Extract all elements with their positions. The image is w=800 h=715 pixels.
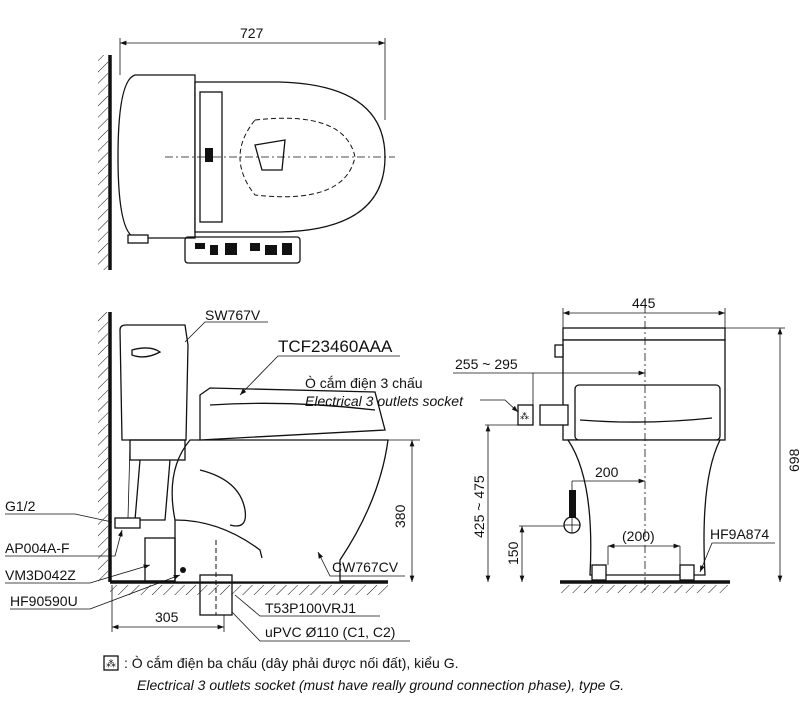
bowl-opening [239, 117, 356, 198]
part-t53p100vrj1: T53P100VRJ1 [265, 600, 356, 616]
part-hf9a874: HF9A874 [710, 526, 769, 542]
tank-top [562, 327, 726, 341]
dim-305-label: 305 [155, 609, 179, 625]
power-cord-box [539, 404, 569, 426]
dim-727-label: 727 [240, 25, 264, 41]
dim-380-label: 380 [392, 504, 408, 528]
flush-lever [131, 347, 162, 358]
tank [119, 324, 189, 441]
svg-text:⁂: ⁂ [106, 659, 116, 670]
dim-bolt-spacing-label: (200) [622, 528, 655, 544]
dim-445-label: 445 [632, 295, 656, 311]
footnote-vi: : Ò cắm điện ba chấu (dây phải được nối … [124, 655, 459, 671]
socket-icon [103, 655, 119, 671]
dim-socket-offset-label: 255 ~ 295 [455, 356, 518, 372]
part-g12: G1/2 [5, 498, 36, 514]
footnote-en: Electrical 3 outlets socket (must have r… [137, 677, 624, 693]
seat-model-label: TCF23460AAA [278, 337, 393, 356]
dim-698-label: 698 [786, 448, 800, 472]
socket-label-vi: Ò cắm điện 3 chấu [305, 375, 423, 391]
tank-lid [117, 74, 196, 239]
part-upvc-pipe: uPVC Ø110 (C1, C2) [265, 624, 395, 640]
top-view: 727 [98, 25, 395, 270]
dim-supply-offset-label: 200 [595, 464, 619, 480]
side-view: 380 SW767V TCF23460AAA Ò cắm điện 3 chấu… [5, 307, 464, 642]
socket-label-en: Electrical 3 outlets socket [305, 393, 464, 409]
dim-socket-height-label: 425 ~ 475 [471, 475, 487, 538]
part-ap004a-f: AP004A-F [5, 540, 70, 556]
washlet-seat [199, 387, 386, 441]
part-hf90590u: HF90590U [10, 593, 78, 609]
dim-150-label: 150 [505, 541, 521, 565]
wall-hatch [98, 55, 108, 270]
part-vm3d042z: VM3D042Z [5, 567, 76, 583]
pedestal [566, 439, 722, 576]
remote-control [184, 236, 301, 264]
washlet-front [574, 384, 721, 441]
bowl-outlet [254, 139, 286, 171]
front-view: 445 698 255 ~ 295 ⁂ 425 ~ 475 200 [453, 295, 800, 593]
bowl [171, 439, 389, 583]
tank-model-label: SW767V [205, 307, 261, 323]
socket-icon: ⁂ [520, 411, 529, 421]
supply-hose [569, 490, 576, 518]
outlet-socket [517, 404, 534, 426]
part-cw767cv: CW767CV [332, 559, 399, 575]
footnote: ⁂ : Ò cắm điện ba chấu (dây phải được nố… [103, 655, 624, 693]
